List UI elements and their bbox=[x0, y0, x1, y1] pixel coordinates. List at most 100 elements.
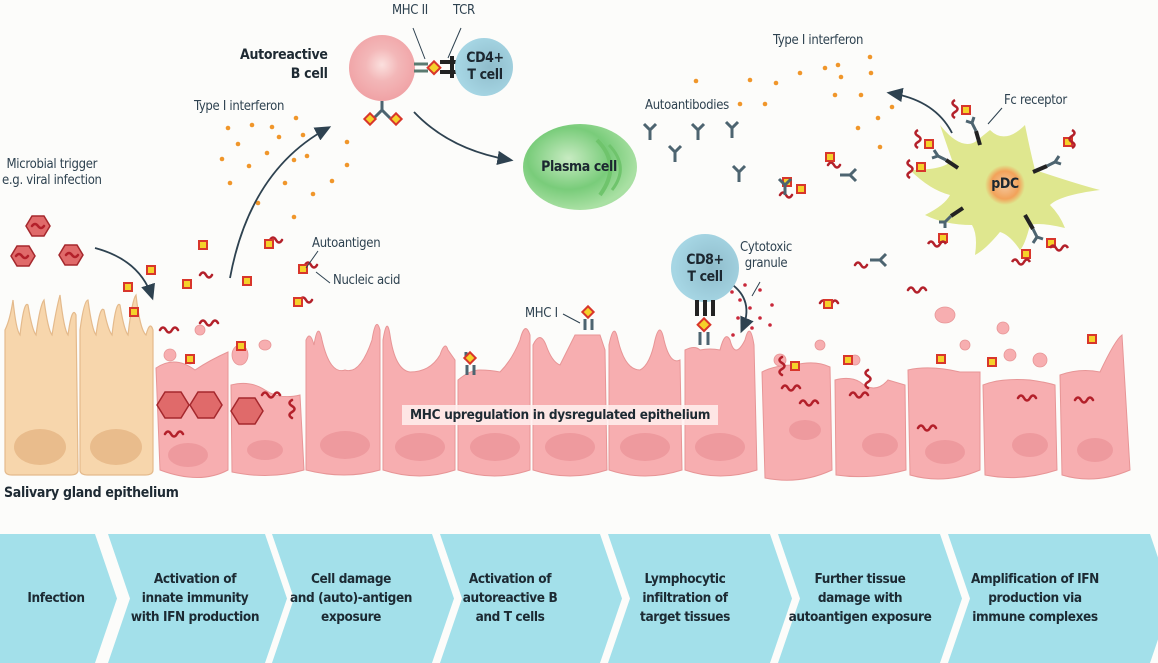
interferon-dot bbox=[276, 134, 282, 140]
interferon-dot bbox=[225, 125, 231, 131]
fc-receptor-label: Fc receptor bbox=[1004, 93, 1067, 108]
damaged-cell bbox=[230, 382, 305, 477]
interferon-dot bbox=[867, 54, 873, 60]
microbial-trigger-text: Microbial trigger bbox=[6, 157, 98, 172]
arrow-infection bbox=[94, 247, 155, 301]
autoantigen-icon bbox=[924, 139, 934, 149]
antibody-icon bbox=[840, 167, 858, 183]
step-2: Activation of innate immunity with IFN p… bbox=[130, 571, 260, 625]
interferon-dot bbox=[246, 163, 252, 169]
autoantigen-icon bbox=[426, 59, 442, 76]
cytotoxic-granule bbox=[748, 306, 752, 310]
antibody-icon bbox=[667, 144, 683, 162]
autoantigen-icon bbox=[146, 265, 156, 275]
autoantigen-icon bbox=[362, 111, 378, 127]
autoantigen-icon bbox=[242, 276, 252, 286]
autoantigen-icon bbox=[961, 105, 971, 115]
autoreactive-b-cell-line2: B cell bbox=[290, 66, 328, 82]
pdc-label: pDC bbox=[991, 176, 1019, 192]
interferon-dot bbox=[282, 180, 288, 186]
nucleic-acid-icon bbox=[853, 261, 869, 269]
arrow-to-b-cell bbox=[229, 126, 332, 279]
interferon-dot bbox=[235, 141, 241, 147]
nucleic-acid-icon bbox=[158, 326, 180, 334]
interferon-dot bbox=[877, 144, 883, 150]
autoantigen-icon bbox=[580, 304, 596, 320]
autoantibodies-label: Autoantibodies bbox=[645, 98, 729, 113]
autoantigen-icon bbox=[823, 299, 833, 309]
autoantigen-icon bbox=[936, 354, 946, 364]
interferon-dot bbox=[822, 65, 828, 71]
interferon-dot bbox=[344, 162, 350, 168]
nucleic-acid-icon bbox=[906, 158, 914, 180]
interferon-dot bbox=[344, 139, 350, 145]
nucleic-acid-icon bbox=[303, 261, 319, 269]
interferon-dot bbox=[747, 77, 753, 83]
interferon-dot bbox=[875, 115, 881, 121]
autoantigen-icon bbox=[236, 341, 246, 351]
interferon-dot bbox=[219, 156, 225, 162]
autoantigen-icon bbox=[1087, 334, 1097, 344]
tcr-label: TCR bbox=[453, 3, 475, 18]
cd4-line1: CD4+ bbox=[466, 50, 504, 66]
antibody-icon bbox=[642, 122, 658, 140]
interferon-dot bbox=[264, 150, 270, 156]
nucleic-acid-icon bbox=[826, 161, 842, 169]
arrow-granule bbox=[729, 282, 754, 334]
autoantigen-icon bbox=[293, 297, 303, 307]
fc-receptor-icon bbox=[949, 206, 965, 218]
fc-receptor-complexes bbox=[906, 98, 1076, 266]
cytotoxic-granule bbox=[743, 283, 747, 287]
antibody-icon bbox=[931, 149, 947, 162]
microbial-trigger-subtext: e.g. viral infection bbox=[2, 173, 102, 188]
step-6: Further tissue damage with autoantigen e… bbox=[788, 571, 932, 625]
autoantigen-icon bbox=[123, 282, 133, 292]
autoantigen-icon bbox=[796, 184, 806, 194]
arrows bbox=[94, 87, 953, 334]
virus-icon bbox=[230, 397, 264, 425]
nucleic-acid-icon bbox=[1073, 396, 1095, 404]
fc-receptor-icon bbox=[944, 158, 960, 170]
antibody-icon bbox=[1046, 155, 1062, 168]
interferon-dot bbox=[737, 101, 743, 107]
microbial-trigger-label: Microbial trigger e.g. viral infection bbox=[2, 157, 102, 189]
autoantigen-icon bbox=[298, 264, 308, 274]
antibody-icon bbox=[731, 164, 747, 182]
antibody-icon bbox=[690, 122, 706, 140]
nucleic-acid-pointer bbox=[315, 271, 331, 284]
nucleic-acid-icon bbox=[848, 391, 870, 399]
autoantigen-icon bbox=[129, 307, 139, 317]
autoantigen-icon bbox=[843, 355, 853, 365]
nucleic-acid-icon bbox=[926, 240, 948, 248]
antibody-icon bbox=[1031, 228, 1044, 244]
autoantigen-icon bbox=[182, 279, 192, 289]
cytotoxic-granule-label: Cytotoxic granule bbox=[740, 240, 792, 272]
autoantigen-label: Autoantigen bbox=[312, 236, 381, 251]
salivary-epithelium-label: Salivary gland epithelium bbox=[4, 485, 179, 501]
step-7: Amplification of IFN production via immu… bbox=[971, 571, 1099, 625]
interferon-dot bbox=[797, 70, 803, 76]
antibody-icon bbox=[939, 214, 953, 228]
cell-nuclei bbox=[168, 420, 1113, 467]
step-chevron bbox=[948, 534, 1158, 663]
cytotoxic-granule bbox=[770, 303, 774, 307]
step-chevron bbox=[108, 534, 287, 663]
mhc1-icon bbox=[583, 319, 594, 330]
virus-icon bbox=[189, 391, 223, 419]
damaged-cell bbox=[834, 377, 907, 478]
tcr-icon bbox=[440, 56, 458, 78]
virus-icon bbox=[156, 391, 190, 419]
type1-ifn-label-left: Type I interferon bbox=[194, 99, 285, 114]
interferon-dot bbox=[693, 78, 699, 84]
nucleic-acid-icon bbox=[64, 251, 80, 259]
damaged-cell bbox=[982, 379, 1058, 479]
cytotoxic-granule bbox=[768, 323, 772, 327]
mhc2-icon bbox=[414, 62, 428, 73]
interferon-dot bbox=[835, 62, 841, 68]
autoantigen-icon bbox=[696, 316, 712, 333]
mhc2-pointer bbox=[412, 27, 426, 60]
cd8-t-cell-label: CD8+ T cell bbox=[676, 252, 734, 286]
step-5: Lymphocytic infiltration of target tissu… bbox=[640, 571, 730, 625]
fc-receptor-icon bbox=[1032, 164, 1048, 174]
cytotoxic-granule bbox=[750, 326, 754, 330]
